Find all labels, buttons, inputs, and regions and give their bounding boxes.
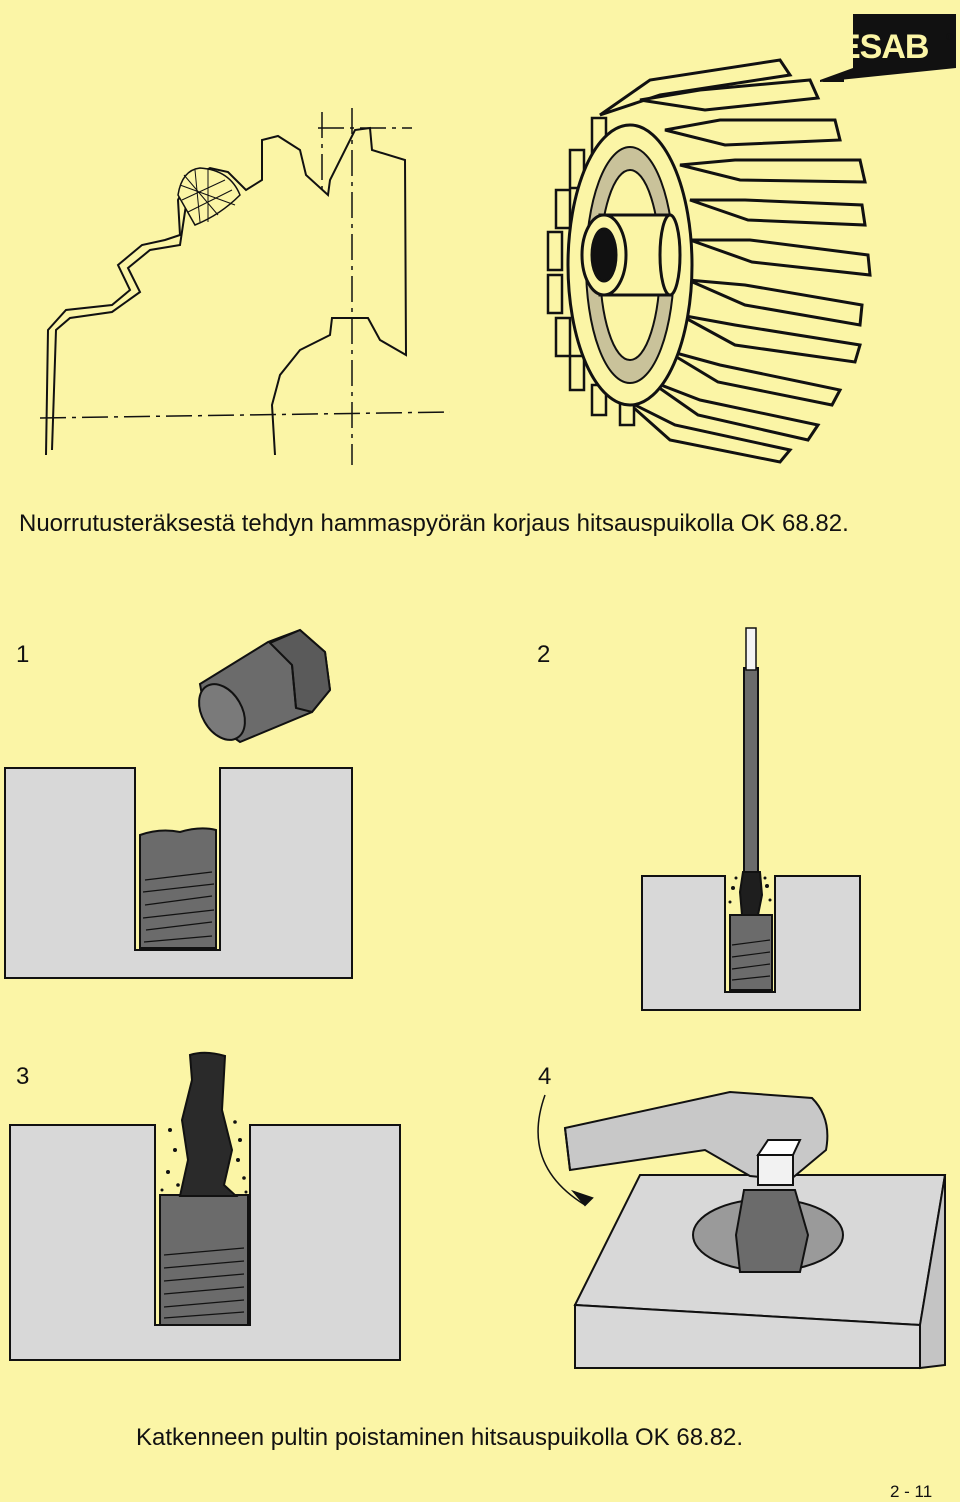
esab-logo-text: ESAB bbox=[838, 28, 929, 66]
gear-section-drawing bbox=[39, 108, 451, 465]
step-1-drawing bbox=[4, 628, 353, 979]
registered-mark: ® bbox=[946, 32, 954, 43]
esab-logo-mark bbox=[820, 14, 956, 82]
step-4-label: 4 bbox=[538, 1063, 552, 1090]
step-1-label: 1 bbox=[16, 641, 30, 668]
step-4-drawing bbox=[537, 1090, 947, 1370]
step-3-drawing bbox=[9, 1051, 401, 1361]
nut bbox=[198, 628, 332, 744]
step-2-label: 2 bbox=[537, 641, 551, 668]
esab-logo: ESAB ® bbox=[818, 10, 958, 84]
step-2-drawing bbox=[641, 627, 861, 1011]
bevel-gear-drawing bbox=[546, 58, 872, 464]
gear-repair-caption: Nuorrutusteräksestä tehdyn hammaspyörän … bbox=[19, 510, 849, 537]
page-number: 2 - 11 bbox=[890, 1482, 933, 1501]
step-3-label: 3 bbox=[16, 1063, 30, 1090]
bolt-removal-caption: Katkenneen pultin poistaminen hitsauspui… bbox=[136, 1424, 744, 1451]
